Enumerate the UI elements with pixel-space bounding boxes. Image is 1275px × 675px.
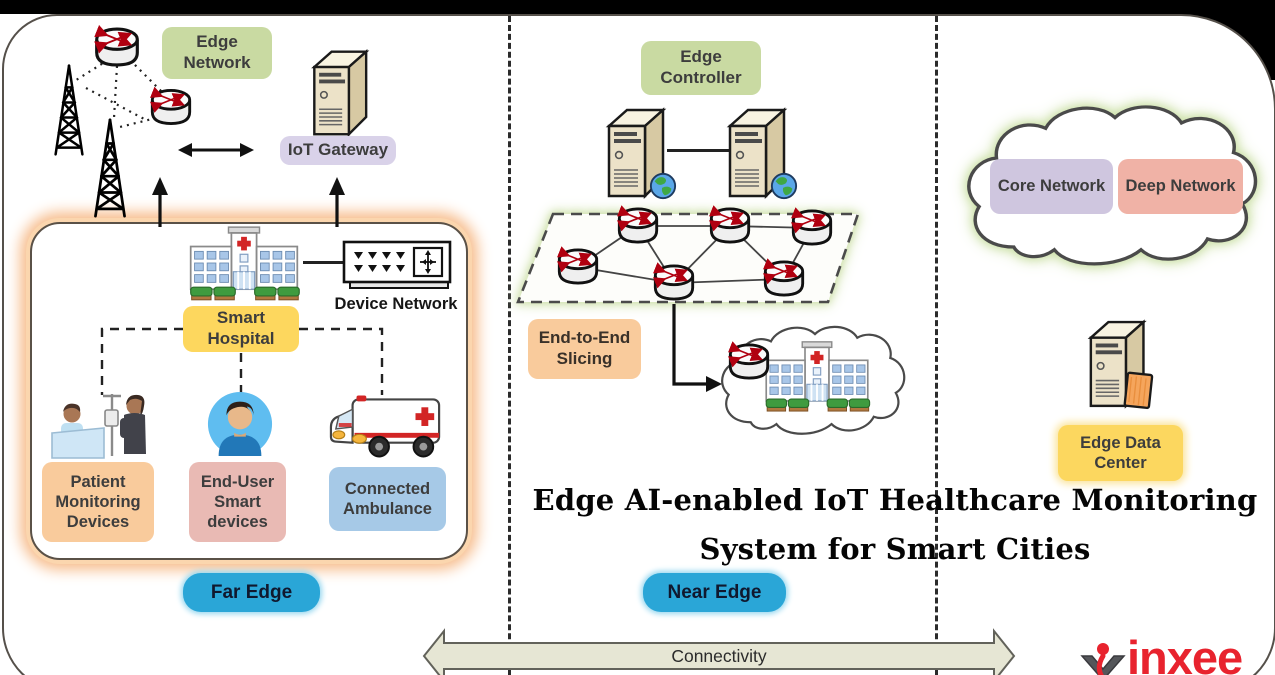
iot-gateway-label: IoT Gateway [280, 136, 396, 165]
core-network-label: Core Network [990, 159, 1113, 214]
inxee-logo-mark-icon [1080, 643, 1126, 675]
near-edge-badge: Near Edge [643, 573, 786, 612]
router-icon [152, 90, 189, 123]
patient-monitoring-icon [51, 394, 146, 459]
section-divider-near-core [935, 16, 938, 675]
double-arrow-icon [178, 143, 254, 157]
globe-icon [770, 172, 798, 200]
router-icon [761, 257, 807, 300]
ambulance-icon [329, 395, 441, 458]
server-link [667, 149, 729, 152]
elbow-arrow-icon [672, 304, 722, 392]
hospital-devicebox-link [303, 261, 343, 264]
device-network-box-icon [342, 240, 452, 289]
edge-data-center-icon [1085, 310, 1154, 410]
iot-gateway-server-icon [306, 44, 386, 140]
dashed-connectors [100, 327, 384, 395]
up-arrow-icon [329, 177, 345, 227]
radio-tower-icon [93, 118, 127, 218]
inxee-logo: inxee [1080, 631, 1275, 675]
edge-controller-server-icon [603, 102, 677, 200]
globe-icon [649, 172, 677, 200]
edge-controller-server-icon [724, 102, 798, 200]
connectivity-label: Connectivity [671, 646, 767, 666]
top-black-bar [0, 0, 1275, 14]
connected-ambulance-label: Connected Ambulance [329, 467, 446, 531]
hospital-icon [757, 340, 877, 412]
edge-data-center-label: Edge Data Center [1058, 425, 1183, 481]
radio-access-network-icon [54, 18, 268, 218]
router-icon [615, 204, 661, 247]
end-user-avatar-icon [207, 391, 273, 457]
page-title-line2: System for Smart Cities [699, 532, 1091, 566]
section-divider-far-near [508, 16, 511, 675]
smart-hospital-label: Smart Hospital [183, 306, 299, 352]
up-arrow-icon [152, 177, 168, 227]
deep-network-label: Deep Network [1118, 159, 1243, 214]
patient-monitoring-label: Patient Monitoring Devices [42, 462, 154, 542]
end-user-label: End-User Smart devices [189, 462, 286, 542]
router-icon [789, 206, 835, 249]
router-icon [97, 29, 138, 65]
router-icon [726, 340, 772, 383]
end-to-end-slicing-label: End-to-End Slicing [528, 319, 641, 379]
far-edge-badge: Far Edge [183, 573, 320, 612]
edge-controller-label: Edge Controller [641, 41, 761, 95]
router-icon [707, 204, 753, 247]
device-network-label: Device Network [334, 294, 458, 313]
edge-network-label: Edge Network [162, 27, 272, 79]
hospital-icon [181, 225, 307, 301]
inxee-logo-text: inxee [1127, 631, 1243, 675]
router-icon [651, 261, 697, 304]
page-title-line1: Edge AI-enabled IoT Healthcare Monitorin… [532, 483, 1258, 517]
router-icon [555, 245, 601, 288]
connectivity-arrow-banner [422, 628, 1016, 675]
